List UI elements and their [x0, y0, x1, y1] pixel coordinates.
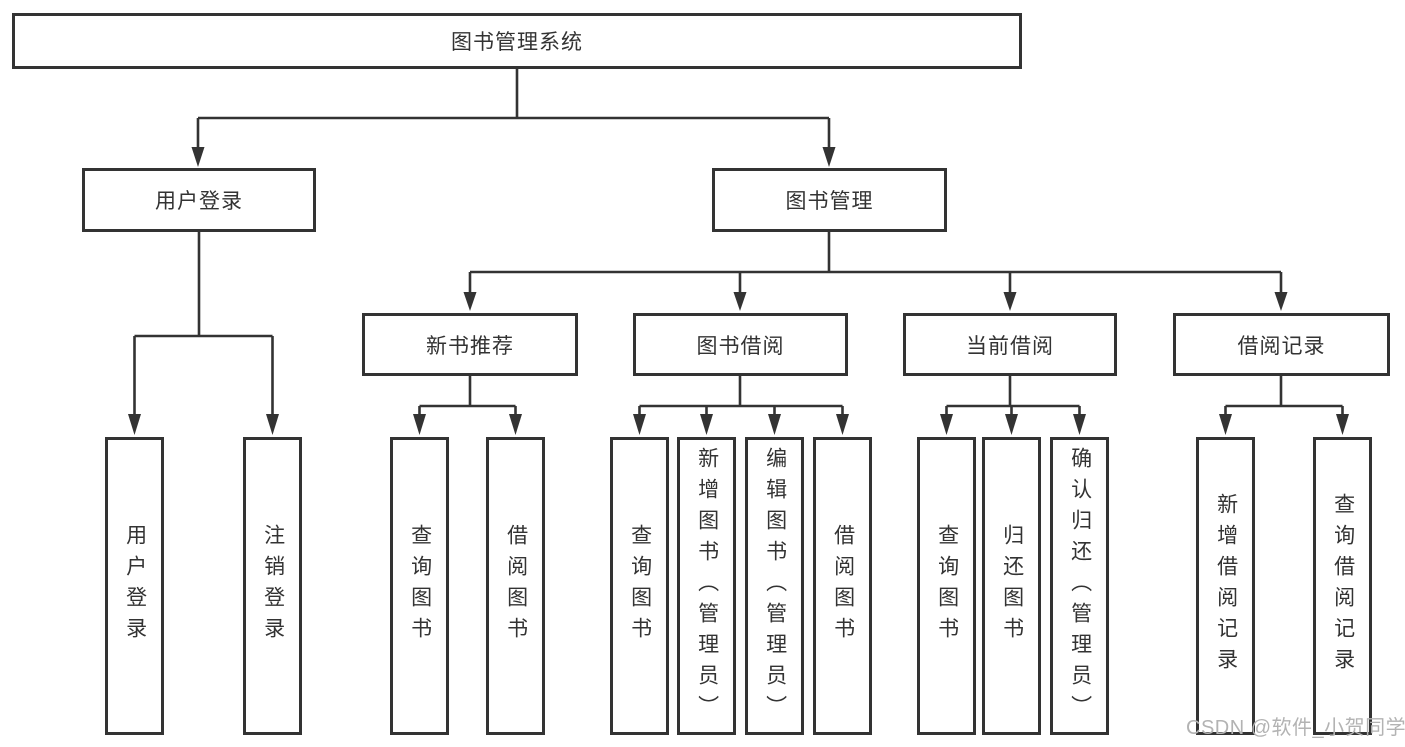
node-label: 确认归还（管理员）	[1068, 446, 1092, 726]
node-leaf-query-borrow-record: 查询借阅记录	[1313, 437, 1372, 735]
node-label: 用户登录	[155, 190, 243, 213]
connector-current-borrow-to-leaves	[940, 376, 1086, 435]
csdn-watermark: CSDN @软件_小贺同学	[1186, 717, 1405, 739]
node-label: 图书管理	[785, 190, 874, 213]
node-label: 归还图书	[1000, 524, 1024, 648]
node-label: 借阅记录	[1237, 334, 1326, 358]
node-book-borrow: 图书借阅	[633, 313, 848, 376]
node-borrow-record: 借阅记录	[1173, 313, 1390, 376]
node-label: 借阅图书	[831, 524, 855, 648]
node-current-borrow: 当前借阅	[903, 313, 1117, 376]
node-leaf-logout-login: 注销登录	[243, 437, 302, 735]
node-user-login: 用户登录	[82, 168, 316, 232]
node-leaf-add-books-admin: 新增图书（管理员）	[677, 437, 736, 735]
node-label: 新增借阅记录	[1214, 493, 1238, 679]
node-label: 注销登录	[261, 524, 285, 648]
node-label: 编辑图书（管理员）	[763, 446, 787, 726]
node-label: 查询图书	[408, 524, 432, 648]
connector-root-to-level2	[191, 69, 836, 167]
connector-book-borrow-to-leaves	[633, 376, 849, 435]
node-leaf-query-books-current: 查询图书	[917, 437, 976, 735]
node-leaf-add-borrow-record: 新增借阅记录	[1196, 437, 1255, 735]
node-label: 新增图书（管理员）	[695, 446, 719, 726]
node-label: 图书借阅	[696, 334, 785, 358]
connector-book-management-to-level3	[463, 232, 1288, 311]
node-leaf-confirm-return-admin: 确认归还（管理员）	[1050, 437, 1109, 735]
node-new-book-recommend: 新书推荐	[362, 313, 578, 376]
node-leaf-borrow-books-recommend: 借阅图书	[486, 437, 545, 735]
node-leaf-query-books-recommend: 查询图书	[390, 437, 449, 735]
node-label: 查询图书	[935, 524, 959, 648]
node-leaf-edit-books-admin: 编辑图书（管理员）	[745, 437, 804, 735]
connector-new-book-recommend-to-leaves	[413, 376, 522, 435]
node-label: 查询图书	[628, 524, 652, 648]
node-label: 查询借阅记录	[1331, 493, 1355, 679]
node-label: 当前借阅	[966, 334, 1054, 358]
node-library-management-system: 图书管理系统	[12, 13, 1022, 69]
node-book-management: 图书管理	[712, 168, 947, 232]
node-leaf-return-books: 归还图书	[982, 437, 1041, 735]
node-label: 新书推荐	[426, 334, 514, 358]
connector-borrow-record-to-leaves	[1219, 376, 1349, 435]
node-label: 图书管理系统	[451, 31, 583, 54]
node-leaf-query-books-borrow: 查询图书	[610, 437, 669, 735]
node-leaf-user-login: 用户登录	[105, 437, 164, 735]
node-label: 用户登录	[123, 524, 147, 648]
connector-user-login-to-leaves	[128, 232, 279, 435]
node-label: 借阅图书	[504, 524, 528, 648]
node-leaf-borrow-books-borrow: 借阅图书	[813, 437, 872, 735]
